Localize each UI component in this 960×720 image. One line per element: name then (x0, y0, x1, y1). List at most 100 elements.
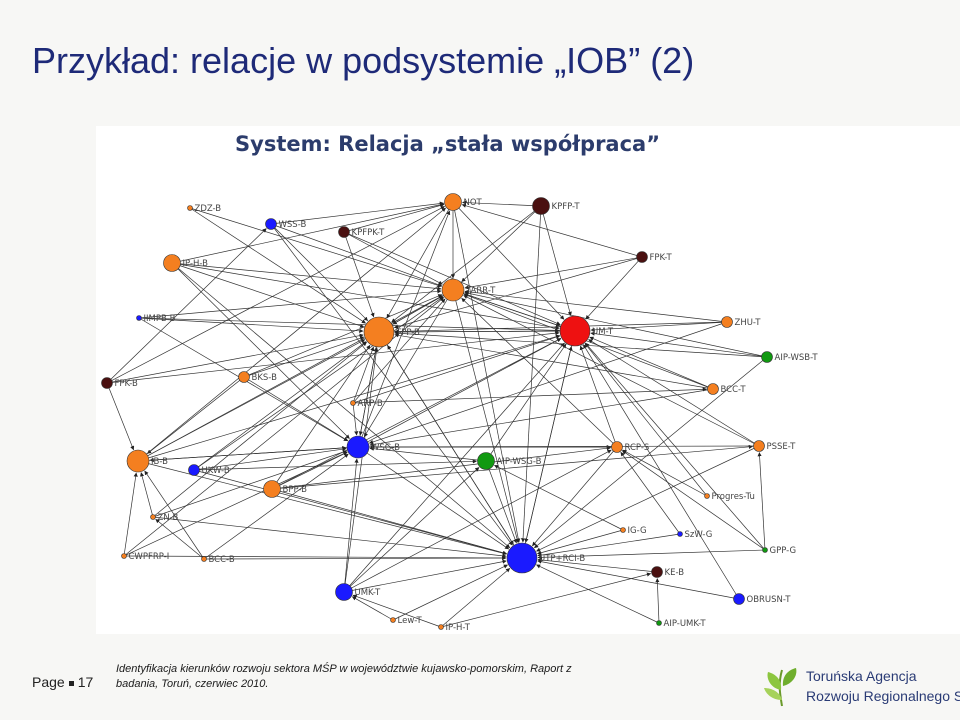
node-label-TARR-T: TARR-T (465, 286, 496, 296)
edge-NOT-to-UM-T (452, 201, 565, 320)
node-WSG-B[interactable] (346, 435, 370, 459)
edge-BCC-B-to-WSG-B (203, 453, 349, 560)
edge-PSSE-T-to-UTP+RCI-B (536, 445, 760, 552)
node-KPFP-T[interactable] (532, 197, 550, 215)
edge-Lew-T-to-UMK-T (351, 596, 394, 621)
edge-IB-B-to-NOT (137, 207, 446, 462)
edge-IB-B-to-WSG-B (137, 445, 347, 462)
node-KE-B[interactable] (651, 566, 663, 578)
edge-FPK-B-to-TPP-B (106, 333, 364, 384)
edge-BCC-T-to-UM-T (589, 336, 714, 390)
node-OBRUSN-T[interactable] (733, 593, 745, 605)
edge-RCP-S-to-TARR-T (461, 298, 618, 448)
node-UM-T[interactable] (559, 315, 591, 347)
node-ZDZ-B[interactable] (187, 205, 193, 211)
node-label-BPP-B: BPP-B (283, 485, 308, 495)
node-AIP-WSG-B[interactable] (477, 452, 495, 470)
edge-ZN-B-to-WSG-B (152, 450, 348, 518)
edge-AIP-WSB-T-to-UTP+RCI-B (534, 356, 768, 549)
edge-ZN-B-to-TPP-B (152, 341, 367, 518)
edge-BCC-T-to-WSG-B (369, 388, 714, 447)
edge-FPK-B-to-IB-B (106, 382, 135, 451)
node-WSS-B[interactable] (265, 218, 277, 230)
node-Progres-Tu[interactable] (704, 493, 710, 499)
node-TPP-B[interactable] (363, 316, 395, 348)
node-label-ZHU-T: ZHU-T (735, 318, 762, 328)
edge-ARP-B-to-WSG-B (352, 402, 359, 436)
edge-Lew-T-to-UTP+RCI-B (392, 564, 508, 621)
node-NOT[interactable] (444, 193, 462, 211)
edge-CWPFRP-I-to-IB-B (123, 472, 138, 557)
node-CWPFRP-I[interactable] (121, 553, 127, 559)
node-UTP+RCI-B[interactable] (506, 542, 538, 574)
edge-ZN-B-to-UTP+RCI-B (152, 516, 507, 558)
edge-IG-G-to-AIP-WSG-B (494, 464, 624, 531)
node-label-GPP-G: GPP-G (770, 546, 797, 556)
node-Lew-T[interactable] (390, 617, 396, 623)
node-IG-G[interactable] (620, 527, 626, 533)
edge-BCC-B-to-ZN-B (155, 518, 205, 560)
slide-title: Przykład: relacje w podsystemie „IOB” (2… (32, 40, 695, 81)
edge-IP-H-B-to-NOT (171, 202, 445, 264)
node-RCP-S[interactable] (611, 441, 623, 453)
node-IIMPB-B[interactable] (136, 315, 142, 321)
node-FPK-T[interactable] (636, 251, 648, 263)
edge-FPK-T-to-TARR-T (464, 256, 643, 290)
node-label-ZDZ-B: ZDZ-B (195, 204, 222, 214)
edge-UMK-T-to-TPP-B (343, 347, 379, 593)
edge-GPP-G-to-RCP-S (621, 450, 766, 551)
node-IP-H-T[interactable] (438, 624, 444, 630)
node-UKW-B[interactable] (188, 464, 200, 476)
edge-AIP-UMK-T-to-KE-B (655, 578, 660, 624)
node-IB-B[interactable] (126, 449, 150, 473)
node-label-IP-H-B: IP-H-B (183, 259, 209, 269)
edge-AIP-WSB-T-to-UM-T (590, 331, 768, 358)
node-BCC-T[interactable] (707, 383, 719, 395)
edge-WSS-B-to-UTP+RCI-B (270, 223, 513, 546)
node-AIP-WSB-T[interactable] (761, 351, 773, 363)
edge-ARP-B-to-UM-T (352, 335, 561, 404)
node-ZN-B[interactable] (150, 514, 156, 520)
logo-line-1: Toruńska Agencja (806, 668, 917, 684)
edge-ZDZ-B-to-TPP-B (189, 207, 366, 324)
node-KPFPK-T[interactable] (338, 226, 350, 238)
node-ARP-B[interactable] (350, 400, 356, 406)
node-UMK-T[interactable] (335, 583, 353, 601)
node-label-WSG-B: WSG-B (371, 443, 400, 453)
node-FPK-B[interactable] (101, 377, 113, 389)
edge-IB-B-to-TARR-T (137, 295, 443, 462)
node-label-Lew-T: Lew-T (398, 616, 423, 626)
edge-IP-H-B-to-UTP+RCI-B (171, 262, 511, 548)
edge-CWPFRP-I-to-WSG-B (123, 451, 348, 557)
edge-BKS-B-to-WSG-B (243, 376, 349, 442)
node-BPP-B[interactable] (263, 480, 281, 498)
node-BCC-B[interactable] (201, 556, 207, 562)
edge-FPK-T-to-TPP-B (393, 256, 643, 329)
edge-AIP-WSG-B-to-WSG-B (369, 446, 487, 462)
edge-KPFP-T-to-TPP-B (391, 205, 542, 323)
node-ZHU-T[interactable] (721, 316, 733, 328)
node-SzW-G[interactable] (677, 531, 683, 537)
node-TARR-T[interactable] (441, 278, 465, 302)
node-label-AIP-WSB-T: AIP-WSB-T (775, 353, 819, 363)
node-label-SzW-G: SzW-G (685, 530, 713, 540)
edge-IP-H-B-to-TPP-B (171, 262, 365, 328)
node-label-WSS-B: WSS-B (279, 220, 307, 230)
edge-BCC-T-to-TPP-B (394, 333, 714, 390)
edge-OBRUSN-T-to-UM-T (583, 344, 740, 600)
node-IP-H-B[interactable] (163, 254, 181, 272)
edge-TARR-T-to-UTP+RCI-B (452, 289, 520, 543)
node-BKS-B[interactable] (238, 371, 250, 383)
edge-ZHU-T-to-TARR-T (464, 289, 728, 323)
edge-IP-H-B-to-WSG-B (171, 262, 350, 439)
edge-IG-G-to-UTP+RCI-B (537, 529, 624, 555)
node-AIP-UMK-T[interactable] (656, 620, 662, 626)
edge-CWPFRP-I-to-UTP+RCI-B (123, 555, 507, 561)
node-GPP-G[interactable] (762, 547, 768, 553)
edge-AIP-WSG-B-to-UTP+RCI-B (485, 460, 518, 544)
edge-FPK-B-to-WSS-B (106, 228, 267, 384)
node-PSSE-T[interactable] (753, 440, 765, 452)
edge-Progres-Tu-to-UM-T (584, 343, 708, 497)
source-note: Identyfikacja kierunków rozwoju sektora … (116, 663, 572, 690)
page-label: Page (32, 674, 65, 690)
